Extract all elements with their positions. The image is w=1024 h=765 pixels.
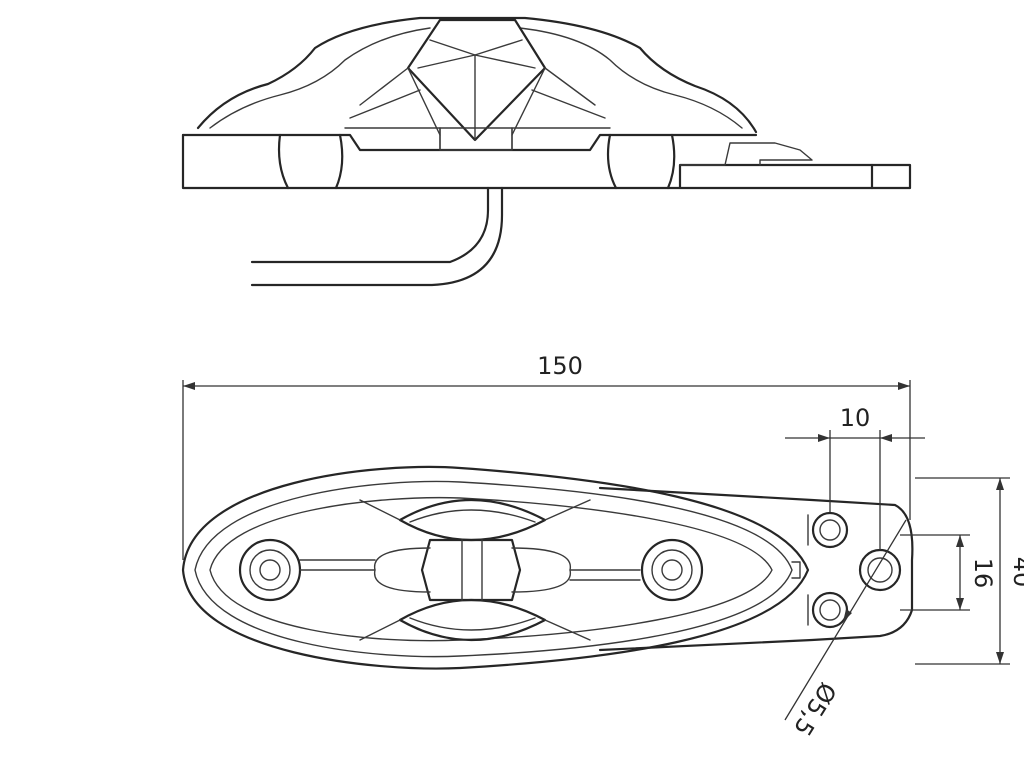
top-view: [181, 465, 914, 670]
dimension-lines: [182, 380, 1010, 721]
side-view: [181, 16, 912, 287]
dim-hole-offset: 10: [840, 404, 871, 432]
dim-height: 40: [1008, 557, 1024, 588]
dim-hole-diameter: Ø5,5: [788, 678, 842, 741]
dim-hole-spacing: 16: [969, 558, 997, 589]
dim-overall-length: 150: [537, 352, 583, 380]
